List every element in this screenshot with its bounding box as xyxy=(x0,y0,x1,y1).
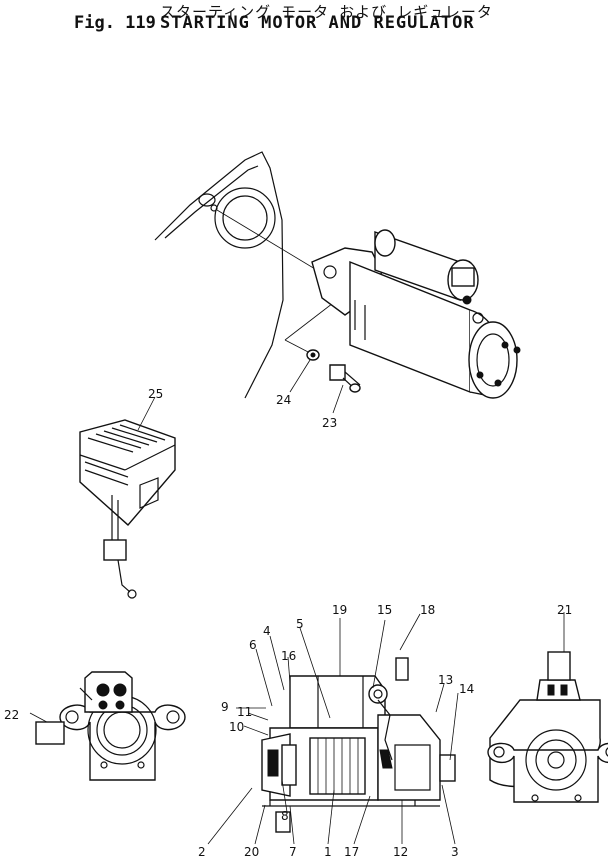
japanese-title: スターティング モータ および レギュレータ xyxy=(160,3,493,21)
callout-9: 9 xyxy=(221,700,229,714)
callout-15: 15 xyxy=(377,603,392,617)
motor-cutaway-assembly xyxy=(261,675,456,807)
callout-18: 18 xyxy=(420,603,435,617)
callout-12: 12 xyxy=(393,845,408,856)
callout-3: 3 xyxy=(451,845,459,856)
callout-21: 21 xyxy=(557,603,572,617)
callout-10: 10 xyxy=(229,720,244,734)
figure-title: STARTING MOTOR AND REGULATOR xyxy=(160,13,475,33)
callout-20: 20 xyxy=(244,845,259,856)
callout-23: 23 xyxy=(322,416,337,430)
callout-22: 22 xyxy=(4,708,19,722)
callout-1: 1 xyxy=(324,845,332,856)
callout-13: 13 xyxy=(438,673,453,687)
regulator xyxy=(79,419,176,599)
washer-and-bolt xyxy=(306,349,361,393)
figure-number: Fig. 119 xyxy=(74,13,156,33)
callout-17: 17 xyxy=(344,845,359,856)
motor-end-view-right xyxy=(487,679,608,803)
callout-labels: 25 24 23 19 15 18 21 4 5 6 16 13 14 9 11… xyxy=(4,387,572,856)
callout-5: 5 xyxy=(296,617,304,631)
engine-flange-plate xyxy=(154,151,284,399)
motor-end-view-left xyxy=(59,671,186,781)
callout-11: 11 xyxy=(237,705,252,719)
callout-2: 2 xyxy=(198,845,206,856)
callout-16: 16 xyxy=(281,649,296,663)
callout-8: 8 xyxy=(281,809,289,823)
callout-14: 14 xyxy=(459,682,474,696)
callout-7: 7 xyxy=(289,845,297,856)
callout-4: 4 xyxy=(263,624,271,638)
callout-6: 6 xyxy=(249,638,257,652)
callout-24: 24 xyxy=(276,393,291,407)
callout-25: 25 xyxy=(148,387,163,401)
leader-lines xyxy=(29,359,571,845)
callout-19: 19 xyxy=(332,603,347,617)
starting-motor-assembly xyxy=(311,229,521,399)
